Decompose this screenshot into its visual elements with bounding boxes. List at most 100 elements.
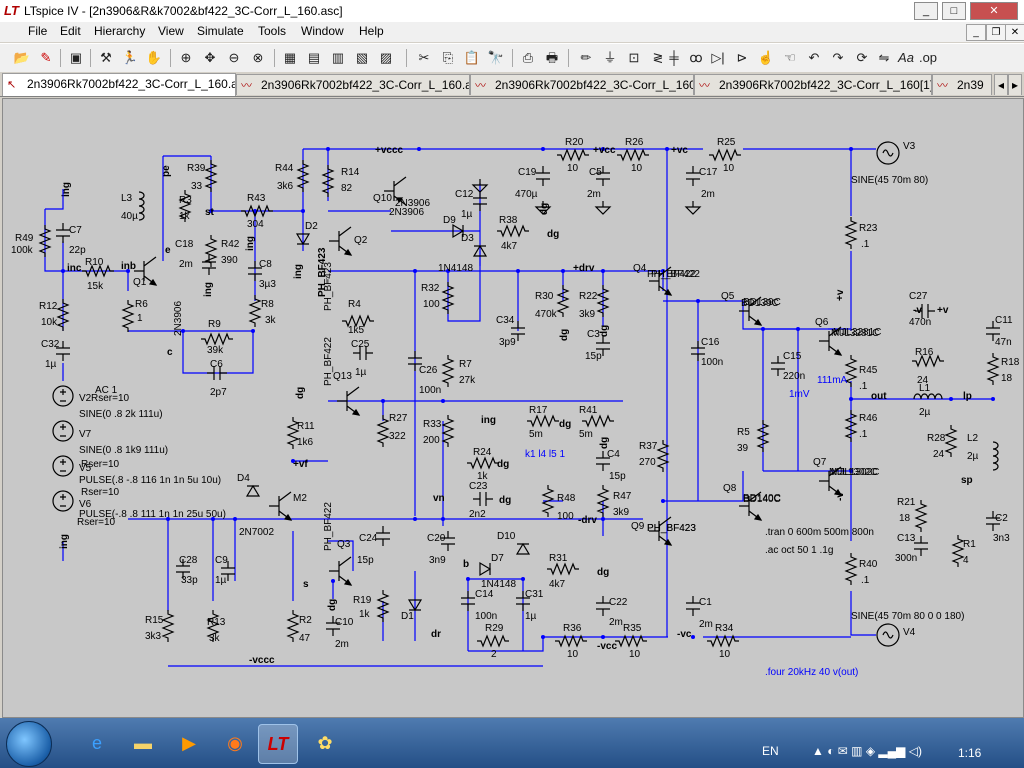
resistor-r41[interactable] <box>582 414 614 428</box>
find-icon[interactable]: 🔭 <box>487 50 505 65</box>
paint-icon[interactable]: ✿ <box>317 733 333 753</box>
resistor-r22[interactable] <box>596 285 610 317</box>
capacitor-c3[interactable] <box>596 336 610 356</box>
halt-icon[interactable]: ✋ <box>145 50 163 65</box>
transistor-q10[interactable] <box>384 176 407 206</box>
resistor-r46[interactable] <box>844 410 858 442</box>
tab-scroll-left[interactable]: ◂ <box>994 74 1008 95</box>
resistor-r14[interactable] <box>321 165 335 197</box>
diode-d2[interactable] <box>295 233 311 246</box>
capacitor-c4[interactable] <box>596 451 610 471</box>
resistor-r32[interactable] <box>441 282 455 314</box>
start-button[interactable] <box>6 721 52 767</box>
capacitor-c20[interactable] <box>441 531 455 551</box>
resistor-r18[interactable] <box>986 353 1000 385</box>
capacitor-c34[interactable] <box>511 321 525 341</box>
tab-waveform-asc[interactable]: 〰2n3906Rk7002bf422_3C-Corr_L_160.asc <box>236 74 470 95</box>
wire-27[interactable] <box>447 251 481 322</box>
resistor-r11[interactable] <box>286 417 300 449</box>
transistor-q5[interactable] <box>739 296 762 326</box>
ie-icon[interactable]: e <box>91 733 102 753</box>
capacitor-c15[interactable] <box>771 356 785 376</box>
resistor-r4[interactable] <box>342 314 374 328</box>
zoom-in-icon[interactable]: ⊕ <box>180 50 192 65</box>
resistor-r37[interactable] <box>656 440 670 472</box>
resistor-r1[interactable] <box>951 535 965 567</box>
resistor-r39[interactable] <box>204 160 218 192</box>
capacitor-c25[interactable] <box>353 346 373 360</box>
menu-window[interactable]: Window <box>301 24 344 38</box>
print-setup-icon[interactable]: ⎙ <box>522 50 534 65</box>
run-icon[interactable]: 🏃 <box>121 50 139 65</box>
transistor-q9[interactable] <box>649 516 672 546</box>
diode-d4[interactable] <box>245 484 261 497</box>
capacitor-c13[interactable] <box>914 536 928 556</box>
resistor-icon[interactable]: ≷ <box>652 50 664 65</box>
capacitor-c11[interactable] <box>986 321 1000 341</box>
wire-42[interactable] <box>663 471 744 502</box>
inductor-l2[interactable] <box>992 441 999 471</box>
spice-directive-icon[interactable]: .op <box>918 50 938 65</box>
wire-1[interactable] <box>45 189 64 210</box>
diode-d7[interactable] <box>479 561 492 577</box>
resistor-r23[interactable] <box>844 217 858 249</box>
inductor-icon[interactable]: ꝏ <box>689 50 703 65</box>
resistor-r21[interactable] <box>914 500 928 532</box>
capacitor-c23[interactable] <box>473 492 493 506</box>
diode-icon[interactable]: ▷| <box>711 50 725 65</box>
tab-fft[interactable]: 〰2n3906Rk7002bf422_3C-Corr_L_160.fft <box>470 74 694 95</box>
ground-icon[interactable]: ⏚ <box>603 50 617 65</box>
tab-more[interactable]: 〰2n39 <box>932 74 992 95</box>
move-icon[interactable]: ☝ <box>757 50 775 65</box>
capacitor-c17[interactable] <box>686 166 700 186</box>
cascade-icon[interactable]: ▧ <box>355 50 369 65</box>
wire-7[interactable] <box>182 331 254 374</box>
rotate-icon[interactable]: ⟳ <box>856 50 868 65</box>
resistor-r49[interactable] <box>38 225 52 257</box>
menu-simulate[interactable]: Simulate <box>197 24 244 38</box>
minimize-button[interactable]: _ <box>914 2 938 20</box>
capacitor-c19[interactable] <box>536 166 550 186</box>
media-player-icon[interactable]: ▶ <box>182 733 196 753</box>
resistor-r48[interactable] <box>541 485 555 517</box>
capacitor-c9[interactable] <box>221 561 235 581</box>
capacitor-c6[interactable] <box>207 366 227 380</box>
ltspice-icon[interactable]: LT <box>258 724 298 764</box>
clock[interactable]: 1:16 <box>958 746 982 760</box>
capacitor-c5[interactable] <box>596 166 610 186</box>
resistor-r6[interactable] <box>121 300 135 332</box>
capacitor-c8[interactable] <box>248 261 262 281</box>
transistor-q8[interactable] <box>739 491 762 521</box>
tab-scroll-right[interactable]: ▸ <box>1008 74 1022 95</box>
diode-d3[interactable] <box>472 244 488 257</box>
capacitor-c10[interactable] <box>326 616 340 636</box>
tile-vertical-icon[interactable]: ▨ <box>379 50 393 65</box>
resistor-r45[interactable] <box>844 355 858 387</box>
maximize-button[interactable]: □ <box>942 2 966 20</box>
mirror-icon[interactable]: ⇋ <box>878 50 890 65</box>
resistor-r12[interactable] <box>56 299 70 331</box>
resistor-r9[interactable] <box>201 332 233 346</box>
transistor-q3[interactable] <box>329 556 352 586</box>
component-icon[interactable]: ⊳ <box>736 50 748 65</box>
resistor-r19[interactable] <box>376 590 390 622</box>
resistor-r47[interactable] <box>596 485 610 517</box>
transistor-m2[interactable] <box>269 491 292 521</box>
wire-draw-icon[interactable]: ✏ <box>580 50 592 65</box>
transistor-q4[interactable] <box>649 266 672 296</box>
print-icon[interactable]: 🖶 <box>545 50 559 65</box>
tray-icons[interactable]: ▲ ◐ ✉ ▥ ◈ ▂▄▆ ◁) <box>812 744 922 758</box>
capacitor-c27[interactable] <box>915 304 935 318</box>
pan-icon[interactable]: ✥ <box>204 50 216 65</box>
resistor-r13[interactable] <box>206 610 220 642</box>
resistor-r27[interactable] <box>376 415 390 447</box>
resistor-r17[interactable] <box>527 414 559 428</box>
resistor-r2[interactable] <box>286 610 300 642</box>
diode-d10[interactable] <box>515 542 531 555</box>
zoom-fit-icon[interactable]: ⊗ <box>252 50 264 65</box>
wire-0[interactable] <box>44 209 128 272</box>
autorange-icon[interactable]: ▦ <box>283 50 297 65</box>
save-icon[interactable]: ▣ <box>69 50 83 65</box>
resistor-r5[interactable] <box>756 420 770 452</box>
